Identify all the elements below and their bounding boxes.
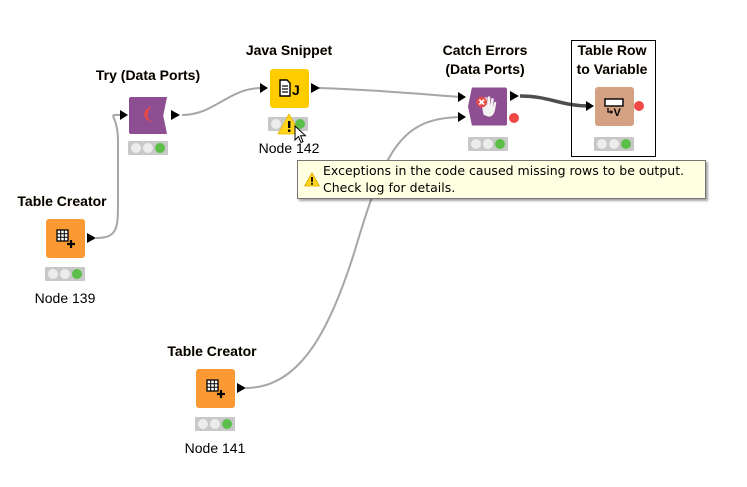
table-creator-icon — [206, 379, 225, 398]
connection-tc139-to-try[interactable] — [95, 113, 125, 239]
node-name-java[interactable]: Node 142 — [258, 140, 320, 156]
node-label-text: (Data Ports) — [445, 61, 525, 77]
node-name-tc139[interactable]: Node 139 — [34, 290, 96, 306]
node-label-text: Table Creator — [17, 193, 107, 209]
tooltip-message-line: Exceptions in the code caused missing ro… — [323, 163, 685, 178]
connection-java-to-catch[interactable] — [318, 87, 462, 98]
status-traffic-light-tc141 — [195, 417, 235, 431]
variable-out-port-catch[interactable] — [509, 113, 519, 123]
table-creator-node-139[interactable] — [46, 219, 85, 258]
catch-errors-node[interactable] — [468, 87, 507, 126]
variable-out-port-rowvar[interactable] — [634, 101, 644, 111]
node-label-rowvar[interactable]: Table Row to Variable — [577, 41, 648, 79]
java-snippet-icon: J — [279, 79, 300, 98]
in-port-rowvar[interactable] — [586, 101, 594, 111]
connection-tc141-to-catch[interactable] — [245, 116, 462, 389]
in-port-java[interactable] — [260, 83, 268, 93]
table-row-to-variable-icon: V — [604, 98, 624, 119]
java-snippet-node[interactable]: J — [270, 69, 309, 108]
node-label-text: Java Snippet — [245, 42, 333, 58]
out-port-java[interactable] — [311, 83, 320, 93]
table-row-to-variable-node[interactable]: V — [595, 87, 634, 126]
status-traffic-light-rowvar — [594, 137, 634, 151]
node-label-java[interactable]: Java Snippet — [246, 41, 332, 60]
try-node[interactable] — [129, 96, 168, 135]
catch-errors-icon — [476, 96, 497, 117]
out-port-catch[interactable] — [510, 91, 519, 101]
connection-catch-to-rowvar-variable[interactable] — [519, 94, 591, 108]
try-icon — [144, 106, 154, 123]
tooltip-message-line: Check log for details. — [323, 180, 456, 195]
out-port-tc139[interactable] — [87, 233, 96, 243]
svg-text:V: V — [614, 107, 622, 119]
node-label-try[interactable]: Try (Data Ports) — [96, 66, 200, 85]
node-selection-box — [571, 40, 656, 157]
status-traffic-light-try — [128, 141, 168, 155]
svg-text:J: J — [292, 82, 300, 98]
out-port-try[interactable] — [171, 110, 180, 120]
node-label-catch[interactable]: Catch Errors (Data Ports) — [443, 41, 528, 79]
node-label-text: Table Creator — [167, 343, 257, 359]
warning-tooltip: Exceptions in the code caused missing ro… — [297, 160, 706, 199]
out-port-tc141[interactable] — [237, 383, 246, 393]
in-port-catch-1[interactable] — [458, 92, 466, 102]
node-label-text: Try (Data Ports) — [95, 67, 201, 83]
node-label-text: Table Row — [577, 42, 647, 58]
table-creator-node-141[interactable] — [196, 369, 235, 408]
in-port-try[interactable] — [120, 110, 128, 120]
in-port-catch-2[interactable] — [458, 112, 466, 122]
mouse-cursor-icon — [294, 125, 307, 144]
connection-try-to-java[interactable] — [181, 87, 263, 116]
table-creator-icon — [56, 229, 75, 248]
status-traffic-light-tc139 — [45, 267, 85, 281]
node-label-text: to Variable — [576, 61, 648, 77]
status-traffic-light-catch — [468, 137, 508, 151]
node-label-tc141[interactable]: Table Creator — [167, 342, 256, 361]
node-label-text: Catch Errors — [442, 42, 528, 58]
node-label-tc139[interactable]: Table Creator — [17, 192, 106, 211]
warning-icon — [304, 172, 320, 187]
node-name-tc141[interactable]: Node 141 — [184, 440, 246, 456]
